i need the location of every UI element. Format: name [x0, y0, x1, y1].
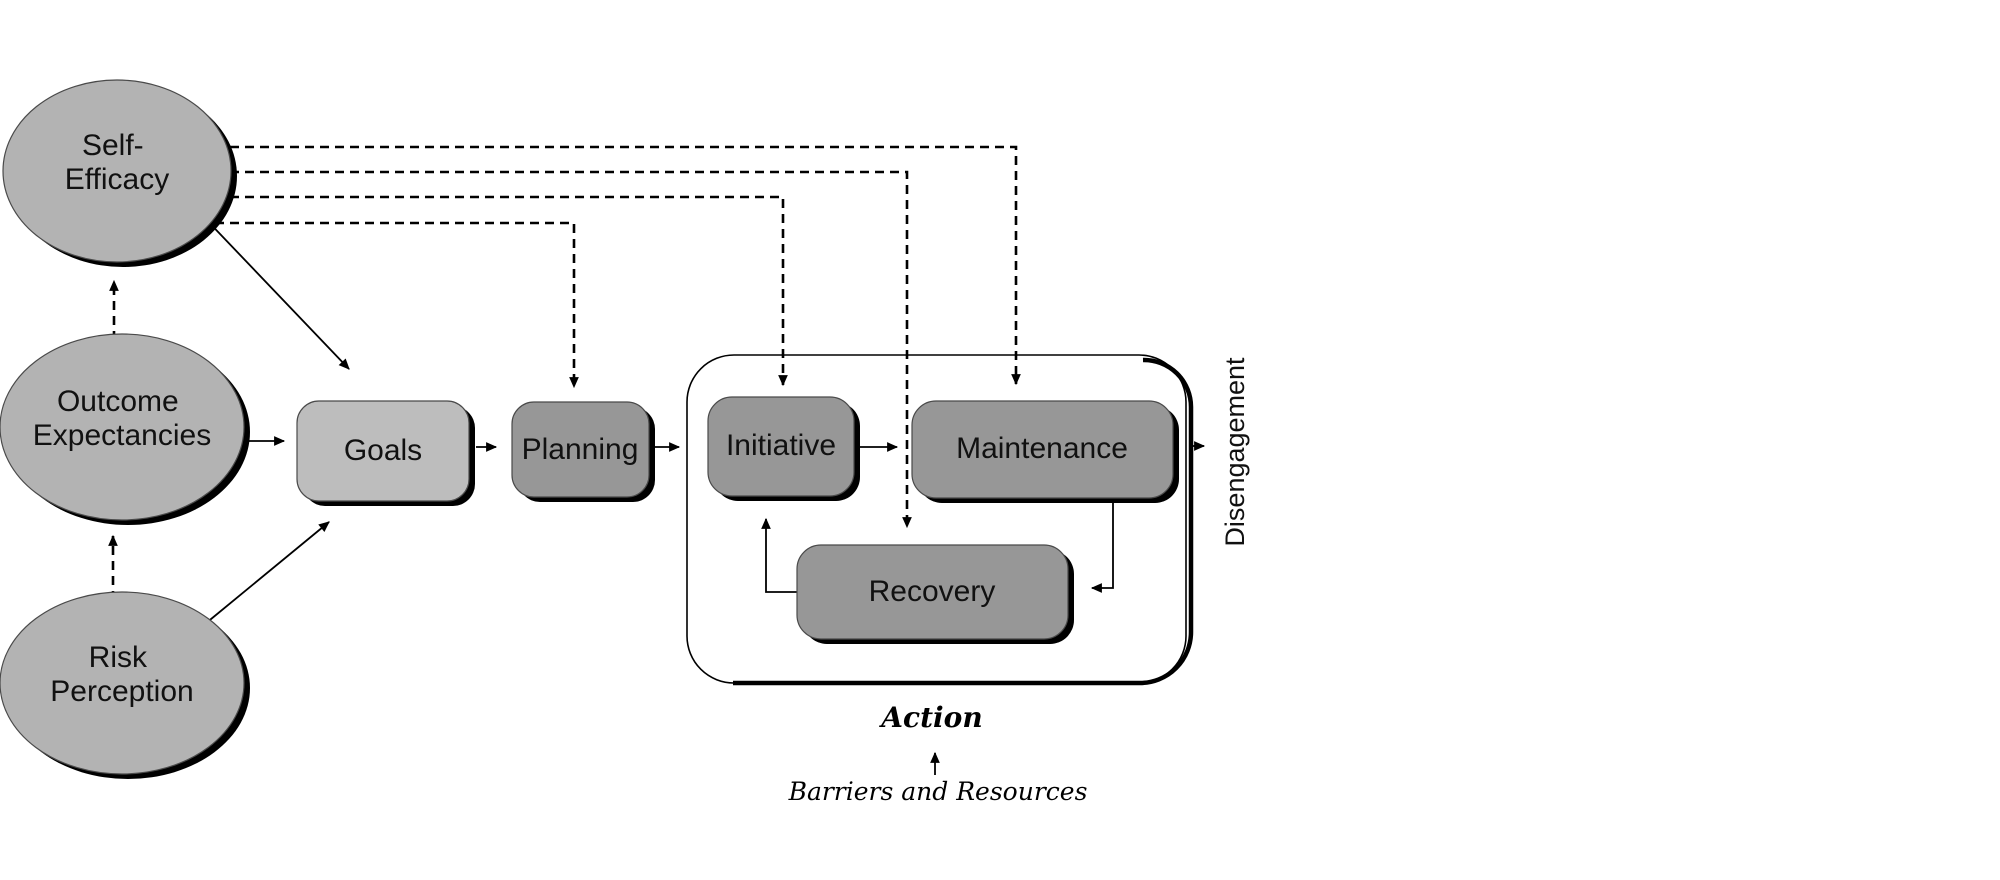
edge-selfefficacy-recovery	[200, 170, 912, 529]
planning-box	[511, 401, 650, 498]
node-outcome-expectancies: Outcome Expectancies	[0, 333, 250, 525]
edge-recovery-initiative	[761, 517, 798, 593]
recovery-box	[796, 544, 1069, 640]
edge-selfefficacy-initiative	[200, 195, 788, 387]
recovery-label: Recovery	[869, 575, 996, 608]
maintenance-label: Maintenance	[956, 432, 1128, 465]
self-efficacy-label: Self- Efficacy	[65, 129, 170, 196]
barriers-resources-label: Barriers and Resources	[788, 777, 1088, 806]
node-planning: Planning	[511, 401, 655, 502]
outcome-expectancies-label: Outcome Expectancies	[33, 385, 211, 452]
node-goals: Goals	[296, 400, 475, 506]
node-recovery: Recovery	[796, 544, 1074, 644]
planning-label: Planning	[522, 433, 639, 466]
action-container	[686, 354, 1194, 686]
node-self-efficacy: Self- Efficacy	[2, 79, 237, 267]
risk-perception-label: Risk Perception	[50, 641, 193, 708]
edge-selfefficacy-goals	[199, 212, 350, 370]
initiative-label: Initiative	[726, 429, 836, 462]
edge-maintenance-recovery	[1090, 500, 1114, 593]
initiative-box	[707, 396, 855, 497]
self-efficacy-ellipse	[2, 79, 232, 263]
goals-label: Goals	[344, 434, 422, 467]
edge-selfefficacy-planning	[200, 221, 579, 389]
risk-perception-ellipse	[0, 591, 245, 775]
outcome-expectancies-ellipse	[0, 333, 245, 521]
node-initiative: Initiative	[707, 396, 860, 501]
action-container-border	[686, 354, 1187, 684]
action-label: Action	[878, 701, 982, 734]
node-risk-perception: Risk Perception	[0, 591, 250, 779]
edge-riskperception-goals	[204, 521, 330, 625]
edge-selfefficacy-maintenance	[200, 145, 1021, 386]
maintenance-box	[911, 400, 1174, 499]
goals-box	[296, 400, 470, 502]
disengagement-label: Disengagement	[1220, 357, 1250, 547]
node-maintenance: Maintenance	[911, 400, 1179, 503]
